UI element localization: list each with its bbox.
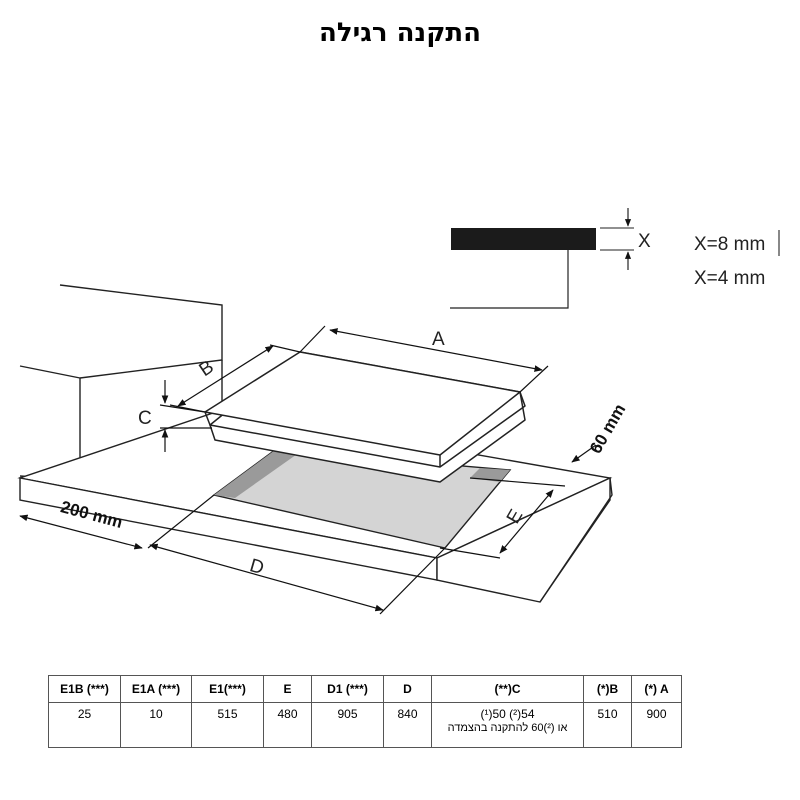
- header-e: E: [263, 675, 312, 703]
- cell-d1: 905: [311, 702, 384, 748]
- header-a: (*) A: [631, 675, 682, 703]
- installation-diagram: A B C 60 mm E D 200 mm: [17, 208, 780, 615]
- label-C: C: [138, 408, 152, 429]
- x-standard-value: X=4 mm: [694, 268, 765, 289]
- cell-c: 54(²) 50(¹) או (²)60 להתקנה בהצמדה: [431, 702, 584, 748]
- label-B: B: [196, 357, 218, 382]
- header-e1a: E1A (***): [120, 675, 192, 703]
- hob: [204, 351, 526, 483]
- cell-e: 480: [263, 702, 312, 748]
- table-header-row: E1B (***) E1A (***) E1(***) E D1 (***) D…: [48, 675, 682, 703]
- cell-e1a: 10: [120, 702, 192, 748]
- cell-c-line1: 54(²) 50(¹): [480, 707, 535, 721]
- label-X: X: [638, 231, 651, 252]
- label-60mm: 60 mm: [586, 401, 629, 457]
- label-D: D: [247, 555, 266, 579]
- header-d: D: [383, 675, 432, 703]
- header-d1: D1 (***): [311, 675, 384, 703]
- page-title: התקנה רגילה: [319, 18, 481, 48]
- cell-a: 900: [631, 702, 682, 748]
- label-A: A: [432, 329, 445, 350]
- header-b: (*)B: [583, 675, 632, 703]
- cell-e1b: 25: [48, 702, 121, 748]
- table-row: 25 10 515 480 905 840 54(²) 50(¹) או (²)…: [48, 702, 682, 748]
- dim-D: [147, 494, 446, 615]
- cell-e1: 515: [191, 702, 264, 748]
- x-detail: [450, 208, 634, 309]
- dim-200mm: [19, 514, 143, 550]
- dim-60mm: [571, 444, 597, 463]
- dim-A: [299, 325, 549, 393]
- dim-C: [159, 380, 212, 452]
- header-e1b: E1B (***): [48, 675, 121, 703]
- cell-c-line2: או (²)60 להתקנה בהצמדה: [447, 722, 568, 734]
- dimensions-table: E1B (***) E1A (***) E1(***) E D1 (***) D…: [48, 675, 682, 748]
- cell-b: 510: [583, 702, 632, 748]
- header-c: (**)C: [431, 675, 584, 703]
- cell-d: 840: [383, 702, 432, 748]
- header-e1: E1(***): [191, 675, 264, 703]
- x-flush-value: X=8 mm: [694, 234, 765, 255]
- dim-E: [439, 477, 566, 559]
